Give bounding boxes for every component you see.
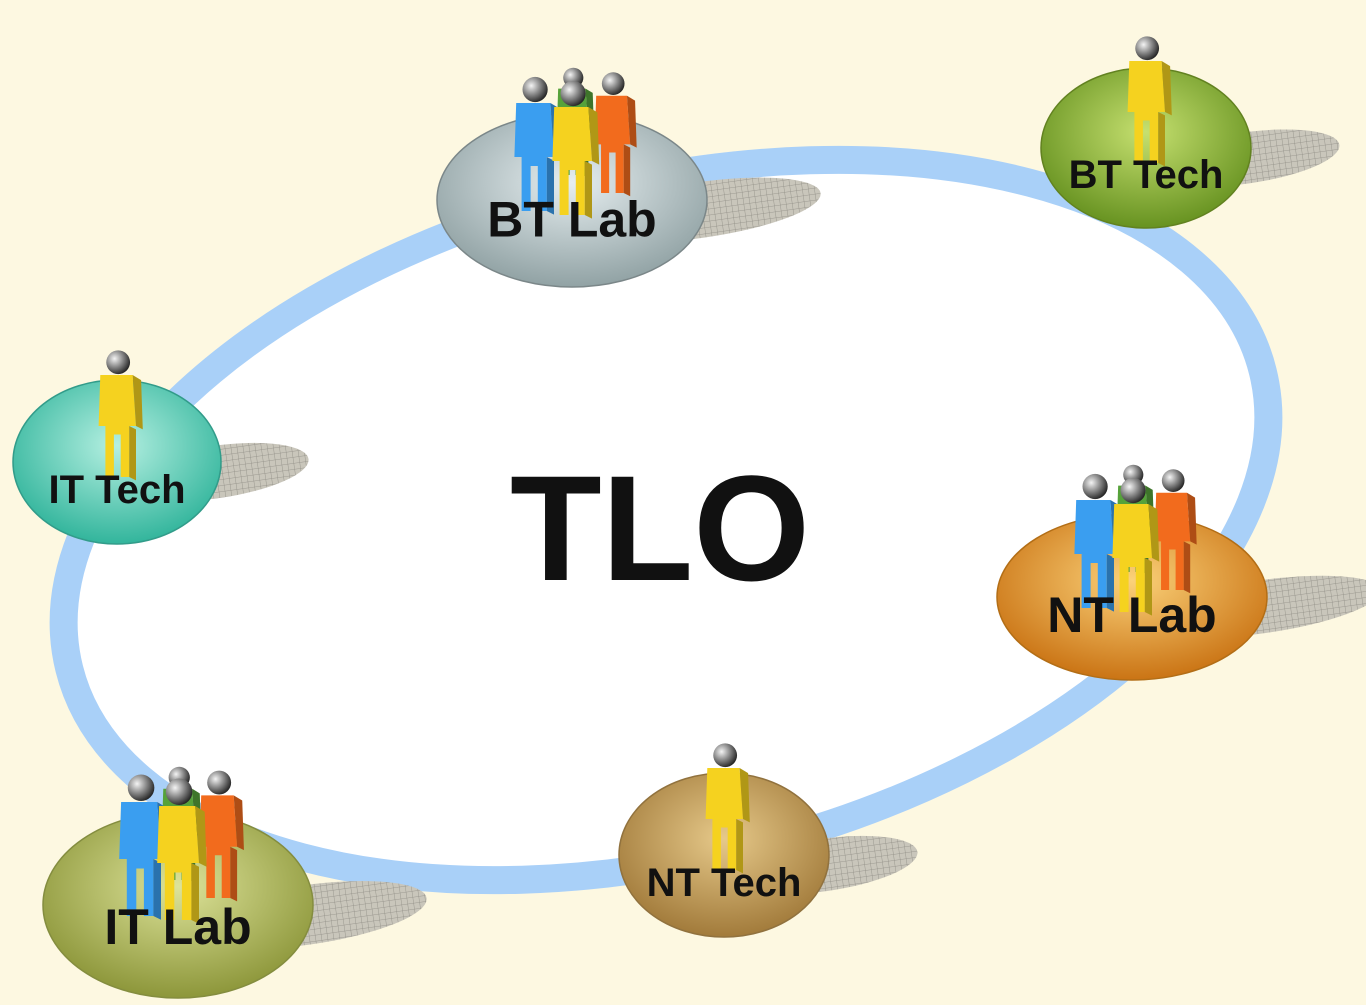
person-head xyxy=(207,770,232,795)
center-field xyxy=(50,146,1282,894)
person-head xyxy=(713,743,738,768)
person-head xyxy=(165,778,193,806)
person-head xyxy=(1082,473,1108,500)
person-head xyxy=(127,774,155,802)
person-head xyxy=(106,350,131,375)
person-orange-icon xyxy=(594,72,637,197)
node-bt-tech: BT Tech xyxy=(1040,36,1340,229)
node-label: NT Tech xyxy=(647,861,802,905)
node-label: BT Tech xyxy=(1069,153,1224,197)
node-label: BT Lab xyxy=(487,192,656,248)
person-yellow-icon xyxy=(552,80,600,219)
node-nt-lab: NT Lab xyxy=(996,464,1366,681)
nodes-layer: BT Lab BT Tech IT Tech NT Lab IT Lab NT Tech xyxy=(12,36,1366,999)
person-head xyxy=(1135,36,1160,61)
person-yellow-icon xyxy=(705,743,750,874)
person-yellow-icon xyxy=(1127,36,1172,167)
person-orange-icon xyxy=(199,770,244,902)
person-yellow-icon xyxy=(1112,477,1160,616)
person-yellow-icon xyxy=(98,350,143,481)
person-head xyxy=(1120,477,1146,504)
node-label: IT Tech xyxy=(48,468,185,512)
person-head xyxy=(522,76,548,103)
node-label: IT Lab xyxy=(104,899,251,955)
center-title: TLO xyxy=(510,444,810,612)
person-head xyxy=(560,80,586,107)
node-it-lab: IT Lab xyxy=(42,766,427,999)
node-label: NT Lab xyxy=(1047,587,1216,643)
person-head xyxy=(601,72,625,95)
node-nt-tech: NT Tech xyxy=(618,743,918,938)
person-head xyxy=(1161,469,1185,492)
node-it-tech: IT Tech xyxy=(12,350,309,545)
person-yellow-icon xyxy=(157,778,207,924)
node-bt-lab: BT Lab xyxy=(436,67,821,288)
person-orange-icon xyxy=(1154,469,1197,594)
